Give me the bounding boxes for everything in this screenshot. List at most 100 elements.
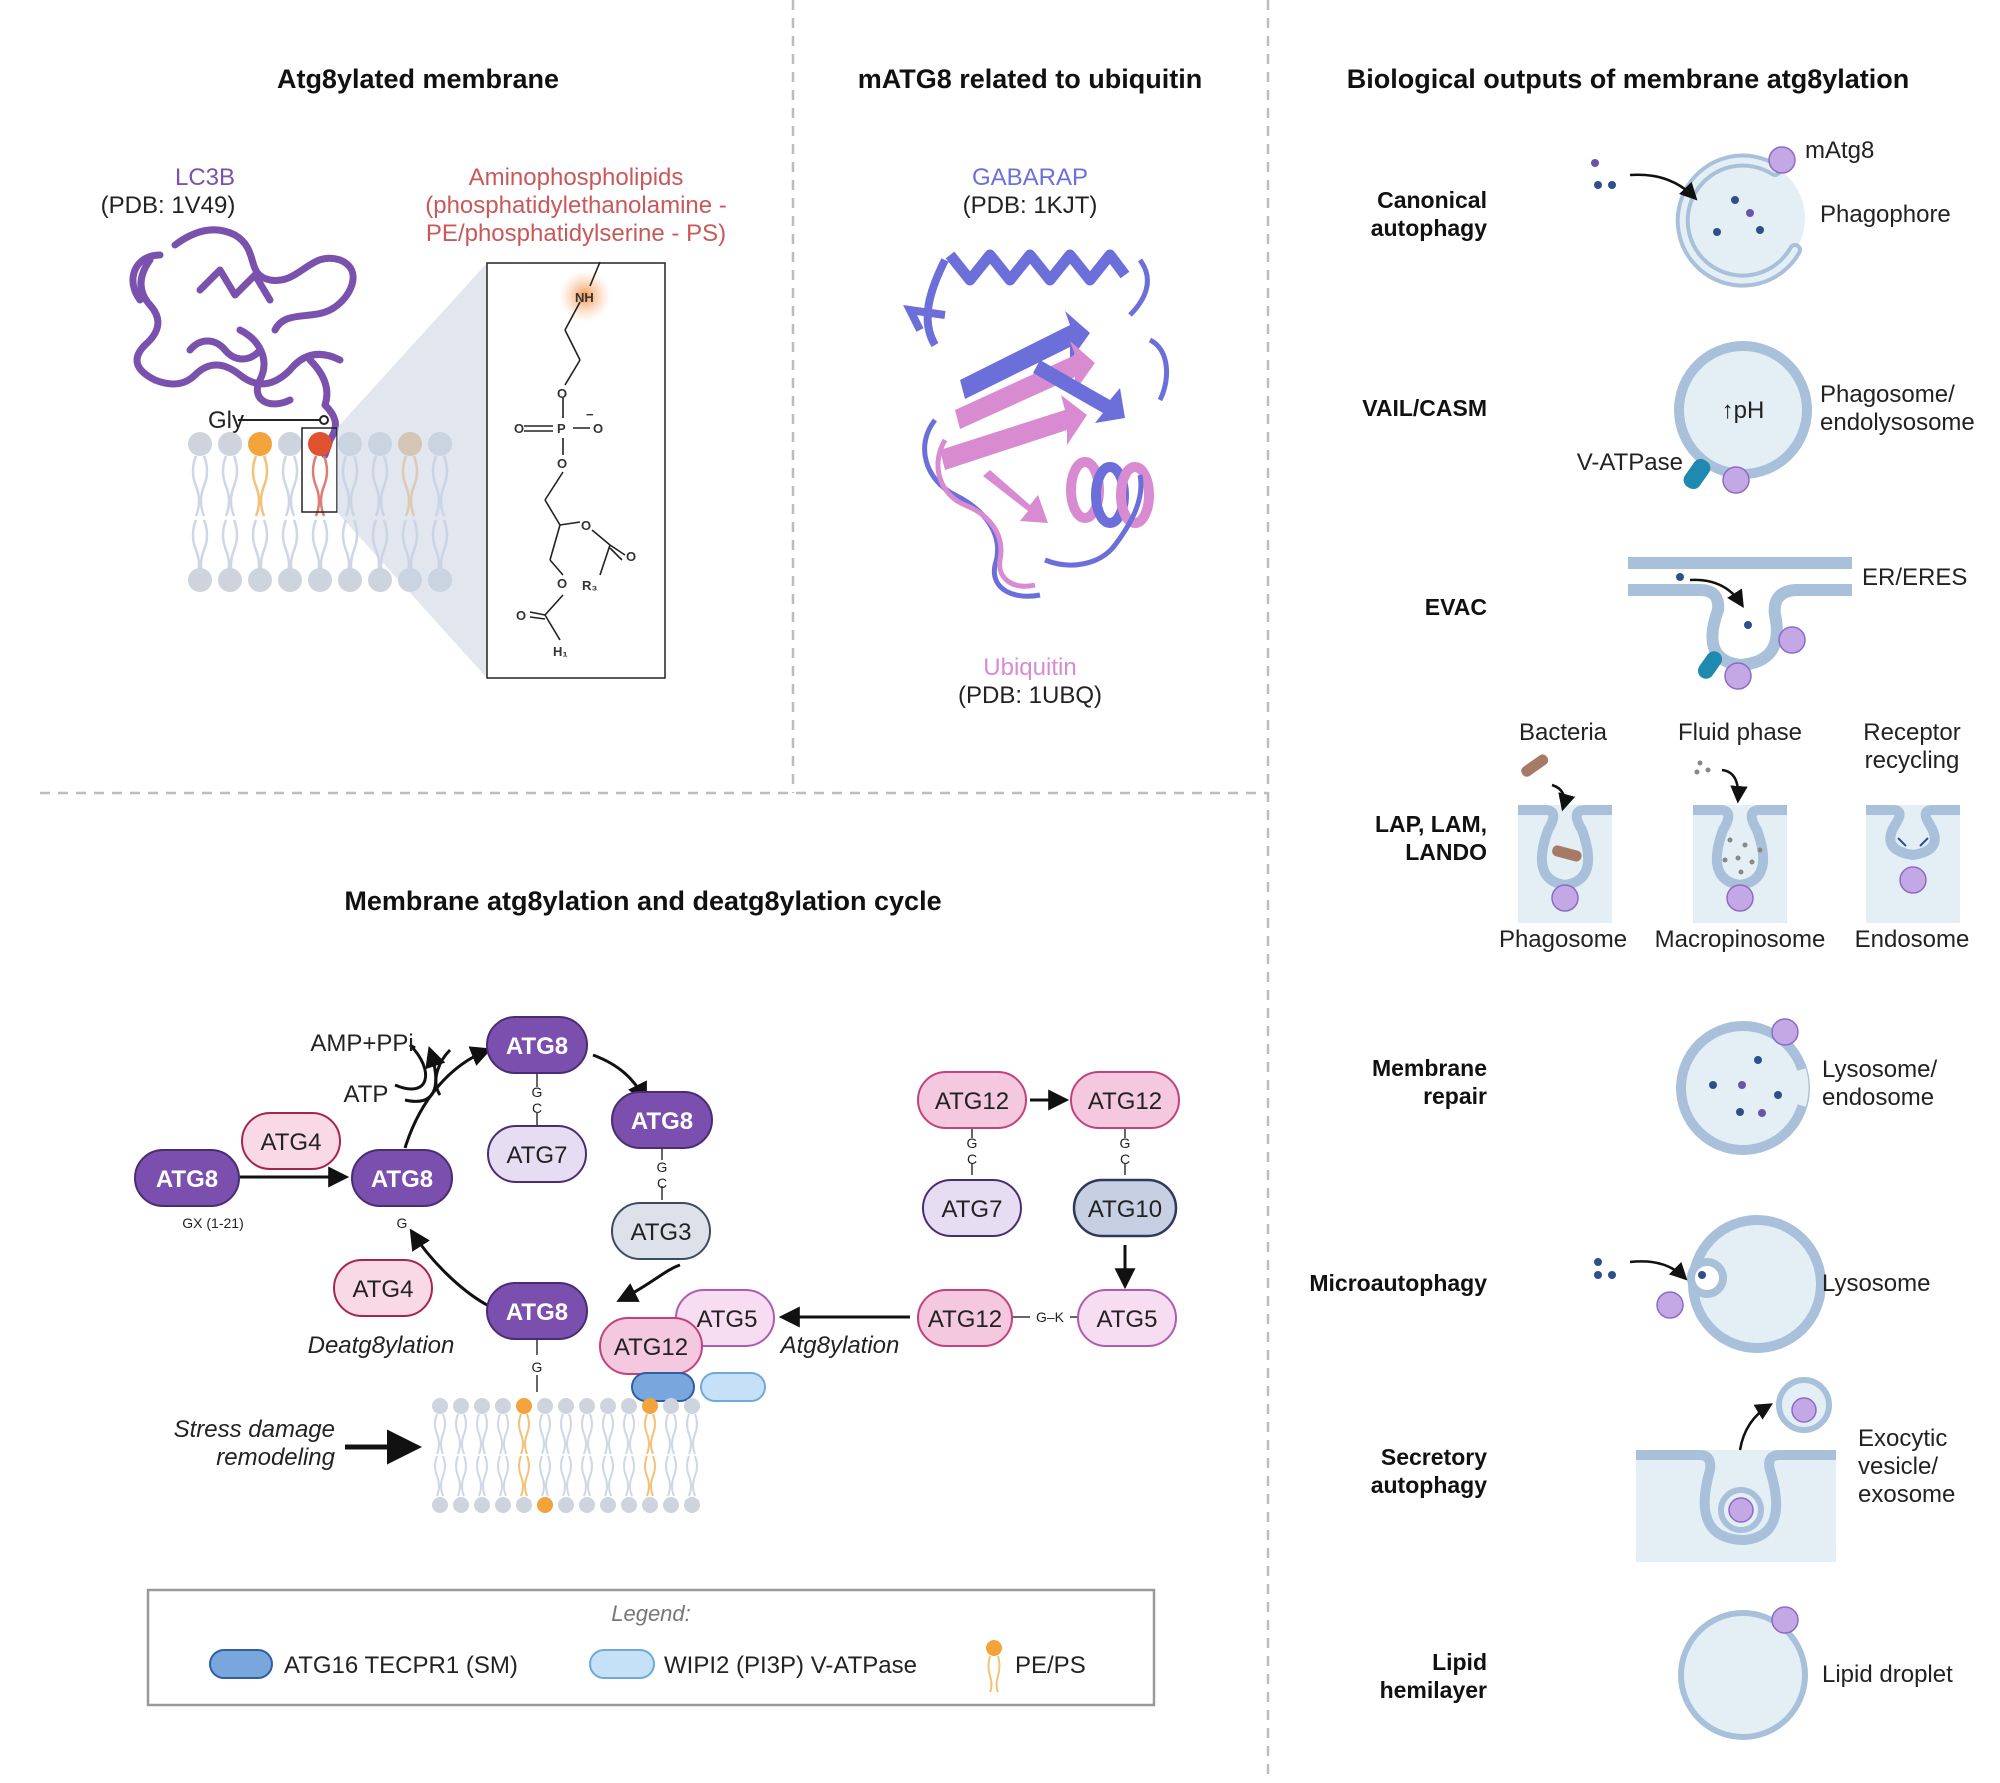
lipid-head [558, 1398, 574, 1414]
atg4-node-bottom: ATG4 [333, 1259, 433, 1317]
cycle-membrane [432, 1372, 766, 1513]
atg4-node-top: ATG4 [241, 1112, 341, 1170]
chem-o6: O [516, 608, 526, 623]
atg7-node-cycle: ATG7 [487, 1125, 587, 1183]
legend-swatch-atg16 [209, 1649, 273, 1679]
atg5-node-right: ATG5 [1077, 1289, 1177, 1347]
lipid-head [453, 1398, 469, 1414]
pe-chemical-structure: NH O P O O − O O O R₃ O O H₁ [514, 261, 636, 659]
lipid-head [579, 1398, 595, 1414]
ph-label: ↑pH [1722, 397, 1765, 424]
panel-matg8-ubiquitin: mATG8 related to ubiquitin GABARAP (PDB:… [858, 64, 1203, 709]
zoom-callout [337, 263, 487, 678]
chem-o2: O [557, 456, 567, 471]
lipid-head [684, 1398, 700, 1414]
row-repair-2: repair [1423, 1083, 1487, 1109]
legend-box: Legend: ATG16 TECPR1 (SM) WIPI2 (PI3P) V… [146, 1588, 1156, 1707]
chem-h1: H₁ [553, 644, 568, 659]
lipid-head [537, 1497, 553, 1513]
gabarap-pdb: (PDB: 1KJT) [963, 192, 1098, 219]
phagosome-endo-label-1: Phagosome/ [1820, 381, 1955, 408]
row-canonical-1: Canonical [1377, 187, 1487, 213]
g-label: G [397, 1215, 408, 1231]
receptor-label-2: recycling [1865, 747, 1960, 774]
lipid-head [621, 1497, 637, 1513]
lipid-droplet-diagram [1678, 1606, 1808, 1740]
atg3-label: ATG3 [631, 1219, 692, 1246]
amp-ppi-label: AMP+PPi [310, 1030, 413, 1057]
atg5-label: ATG5 [1097, 1306, 1158, 1333]
row-lap-1: LAP, LAM, [1375, 811, 1487, 837]
row-canonical-2: autophagy [1371, 215, 1487, 241]
lipid-tail [581, 1413, 593, 1497]
deatg8ylation-label: Deatg8ylation [308, 1332, 455, 1359]
legend-swatch-wipi2 [589, 1649, 655, 1679]
er-eres-label: ER/ERES [1862, 564, 1967, 591]
secretory-autophagy-diagram [1636, 1377, 1836, 1562]
lipid-tail [686, 1413, 698, 1497]
phagosome-endolysosome-diagram [1674, 341, 1812, 494]
microautophagy-diagram [1594, 1215, 1826, 1353]
lyso-endo-label-2: endosome [1822, 1084, 1934, 1111]
panel-title-membrane: Atg8ylated membrane [277, 64, 559, 94]
macropinosome-label: Macropinosome [1655, 926, 1826, 953]
atg12-label: ATG12 [1088, 1088, 1162, 1115]
lipid-head [621, 1398, 637, 1414]
lipid-tail [560, 1413, 572, 1497]
chem-o-minus: O [593, 421, 603, 436]
row-lap-2: LANDO [1405, 839, 1487, 865]
atg4-label: ATG4 [353, 1276, 414, 1303]
chem-p: P [557, 421, 566, 436]
chem-o4: O [626, 549, 636, 564]
row-vail: VAIL/CASM [1362, 395, 1487, 421]
atg8-node-top: ATG8 [486, 1016, 588, 1074]
bacteria-label: Bacteria [1519, 719, 1608, 746]
lipid-head [600, 1497, 616, 1513]
chem-minus: − [586, 407, 594, 422]
receptor-label-1: Receptor [1863, 719, 1960, 746]
row-evac: EVAC [1425, 594, 1487, 620]
lc3b-label: LC3B [175, 164, 235, 191]
lipid-head [558, 1497, 574, 1513]
atg12-node-2: ATG12 [1070, 1071, 1180, 1129]
chem-r3: R₃ [582, 578, 597, 593]
aminophospholipids-line2: (phosphatidylethanolamine - [425, 192, 727, 219]
c-label: C [532, 1100, 542, 1116]
atg8-node-bottom: ATG8 [486, 1282, 588, 1340]
lipid-head [495, 1398, 511, 1414]
atg7-label: ATG7 [507, 1142, 568, 1169]
phagophore-diagram [1591, 146, 1805, 288]
atg8-node-right: ATG8 [611, 1091, 713, 1149]
endosome-label: Endosome [1855, 926, 1970, 953]
lipid-tail [602, 1413, 614, 1497]
aminophospholipids-line3: PE/phosphatidylserine - PS) [426, 220, 726, 247]
lipid-head [453, 1497, 469, 1513]
atg12-node-1: ATG12 [917, 1071, 1027, 1129]
matg8-label: mAtg8 [1805, 137, 1874, 164]
atg8-label: ATG8 [371, 1166, 433, 1193]
panel-title-ubiquitin: mATG8 related to ubiquitin [858, 64, 1203, 94]
exocytic-label-1: Exocytic [1858, 1425, 1947, 1452]
chem-nh: NH [575, 290, 594, 305]
phagophore-label: Phagophore [1820, 201, 1951, 228]
row-lipid-2: hemilayer [1380, 1677, 1487, 1703]
atg10-node: ATG10 [1072, 1178, 1178, 1238]
chem-o1: O [557, 386, 567, 401]
g-label: G [532, 1084, 543, 1100]
lipid-head [663, 1497, 679, 1513]
atg12-node-membrane: ATG12 [599, 1317, 703, 1375]
lap-endocytosis-diagrams [1518, 754, 1960, 923]
legend-item-pe-ps: PE/PS [1015, 1652, 1086, 1679]
pe-structure-box [486, 262, 666, 679]
gx-label: GX (1-21) [182, 1215, 243, 1231]
chem-o5: O [557, 576, 567, 591]
panel-title-outputs: Biological outputs of membrane atg8ylati… [1347, 64, 1910, 94]
row-micro: Microautophagy [1309, 1270, 1487, 1296]
panel-dividers [40, 0, 1270, 1778]
remodeling-label: remodeling [216, 1444, 335, 1471]
atg4-label: ATG4 [261, 1129, 322, 1156]
legend-item-wipi2: WIPI2 (PI3P) V-ATPase [664, 1652, 917, 1679]
aminophospholipids-label: Aminophospholipids [469, 164, 684, 191]
lipid-tail [518, 1413, 530, 1497]
